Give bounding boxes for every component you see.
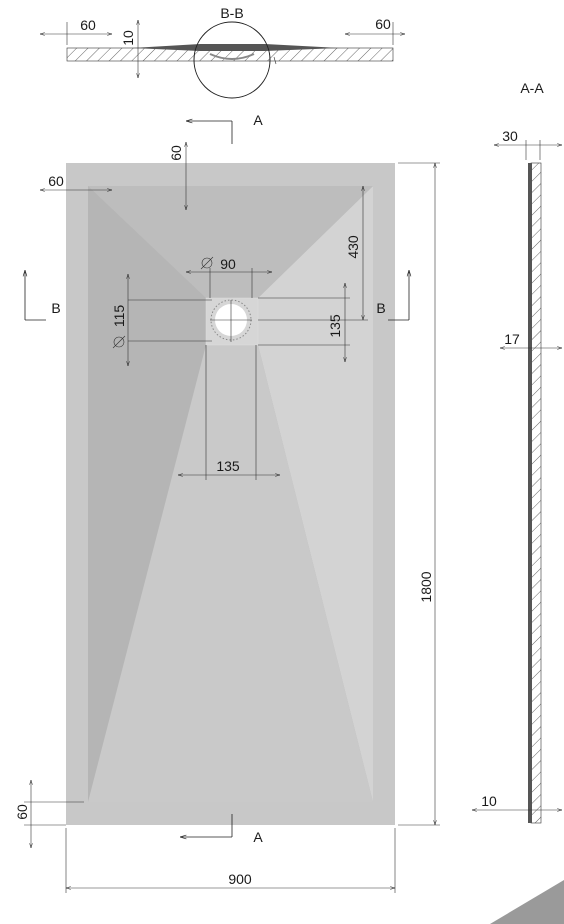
bb-tray-profile [132,44,340,51]
slope-face-top [88,186,373,298]
dim-top-left-60: 60 [80,17,96,33]
bb-drain-profile [209,53,255,60]
slope-face-bottom [88,345,373,802]
dim-drain-box-135-h: 135 [216,458,240,474]
bb-detail-circle [193,21,271,99]
dim-drain-offset-430: 430 [345,235,361,259]
dim-drain-dia-90: 90 [220,256,236,272]
section-marker-b-left: B [51,300,60,316]
section-marker-a-bottom: A [253,829,263,845]
dim-top-10: 10 [120,30,136,46]
dim-rim-60-left: 60 [48,173,64,189]
dim-aa-30: 30 [502,128,518,144]
section-bb: B-B 60 10 60 [40,5,405,99]
section-marker-a-top: A [253,112,263,128]
dim-width-900: 900 [228,871,252,887]
dim-drain-box-135-v: 135 [327,314,343,338]
dim-aa-17: 17 [504,331,520,347]
section-aa-title: A-A [520,80,544,96]
section-bb-title: B-B [220,5,243,21]
section-marker-b-right: B [376,300,385,316]
dim-rim-60-bottom: 60 [14,804,30,820]
dim-top-right-60: 60 [375,16,391,32]
dim-rim-60-top: 60 [168,145,184,161]
dim-drain-dia-115: 115 [111,305,127,328]
dim-aa-10: 10 [481,793,497,809]
corner-shape [490,880,564,924]
plan-view: A A B B 60 60 90 115 430 [14,112,440,893]
aa-tray-profile [528,163,532,823]
section-aa: 30 17 10 [472,128,562,824]
dim-length-1800: 1800 [418,571,434,602]
aa-wall-hatch [530,162,542,824]
